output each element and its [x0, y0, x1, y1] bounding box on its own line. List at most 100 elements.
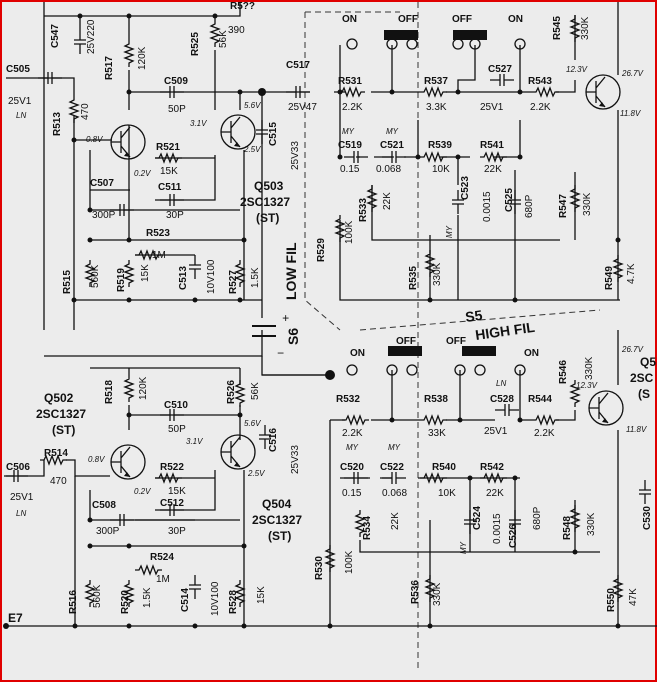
c527-symbol	[489, 73, 515, 87]
r529-label: R529	[316, 238, 327, 262]
r518-symbol	[124, 374, 134, 403]
r518-label: R518	[104, 380, 115, 404]
r524-label: R524	[150, 552, 174, 563]
c516-label: C516	[268, 428, 279, 452]
r521-symbol	[154, 153, 183, 163]
c524-value: 0.0015	[492, 513, 503, 544]
top-switch-contacts	[346, 30, 526, 50]
c520-label: C520	[340, 462, 364, 473]
volt-12.3-top: 12.3V	[566, 65, 588, 74]
s6-outline	[304, 12, 341, 331]
r5xx-value: 390	[228, 25, 245, 36]
top-channel-labels: C547 25V220 R517 120K R525 56K R5?? 390 …	[6, 1, 644, 345]
c547-label: C547	[50, 24, 61, 48]
volt-0.2-bottom: 0.2V	[134, 487, 151, 496]
r544-label: R544	[528, 394, 552, 405]
r542-value: 22K	[486, 488, 504, 499]
r536-label: R536	[410, 580, 421, 604]
c515-label: C515	[268, 122, 279, 146]
c523-label: C523	[460, 176, 471, 200]
c517-label: C517	[286, 60, 310, 71]
r513-label: R513	[52, 112, 63, 136]
r542-label: R542	[480, 462, 504, 473]
q503-label: Q503	[254, 179, 284, 193]
r549-label: R549	[604, 266, 615, 290]
ln-mark-1: LN	[16, 111, 26, 120]
r533-label: R533	[358, 198, 369, 222]
r539-symbol	[419, 152, 448, 162]
q506-type: 2SC	[630, 371, 654, 385]
c513-label: C513	[178, 266, 189, 290]
c511-label: C511	[158, 182, 182, 193]
c512-label: C512	[160, 498, 184, 509]
r527-label: R527	[228, 270, 239, 294]
c547-symbol	[73, 29, 87, 55]
r545-symbol	[570, 14, 580, 43]
c514-value: 10V100	[210, 581, 221, 616]
r517-symbol	[124, 39, 134, 68]
r527-value: 1.5K	[250, 267, 261, 288]
volt-0.8-top: 0.8V	[86, 135, 103, 144]
s5-on-label: ON	[350, 348, 365, 359]
c513-symbol	[188, 254, 202, 280]
r547-value: 330K	[582, 192, 593, 216]
r539-label: R539	[428, 140, 452, 151]
c509-label: C509	[164, 76, 188, 87]
s6-off-label: OFF	[398, 14, 418, 25]
r546-value: 330K	[584, 356, 595, 380]
r529-symbol	[335, 214, 345, 243]
r526-symbol	[235, 379, 245, 408]
volt-2.5-top: 2.5V	[243, 145, 261, 154]
r530-value: 100K	[344, 550, 355, 574]
q501-transistor-symbol	[110, 124, 146, 160]
r515-label: R515	[62, 270, 73, 294]
r522-value: 15K	[168, 486, 186, 497]
r530-symbol	[325, 544, 335, 573]
r522-symbol	[154, 473, 183, 483]
r523-value: 1M	[152, 250, 166, 261]
r535-label: R535	[408, 266, 419, 290]
r518-value: 120K	[138, 376, 149, 400]
s6-on-label: ON	[342, 14, 357, 25]
q502-transistor-symbol	[110, 444, 146, 480]
r538-symbol	[419, 415, 448, 425]
r524-value: 1M	[156, 574, 170, 585]
r520-label: R520	[120, 590, 131, 614]
r526-label: R526	[226, 380, 237, 404]
e7-label: E7	[8, 611, 23, 625]
r543-value: 2.2K	[530, 102, 551, 113]
q502-suffix: (ST)	[52, 423, 75, 437]
c506-label: C506	[6, 462, 30, 473]
r540-symbol	[419, 473, 448, 483]
r549-value: 4.7K	[626, 263, 637, 284]
q503-suffix: (ST)	[256, 211, 279, 225]
r513-value: 470	[80, 103, 91, 120]
s6-on-label-2: ON	[508, 14, 523, 25]
r526-value: 56K	[250, 382, 261, 400]
my-mark-6: MY	[459, 541, 468, 554]
volt-5.6-top: 5.6V	[244, 101, 261, 110]
c516-value: 25V33	[290, 445, 301, 474]
r532-symbol	[341, 415, 370, 425]
c520-value: 0.15	[342, 488, 362, 499]
r539-value: 10K	[432, 164, 450, 175]
c522-symbol	[381, 471, 407, 485]
volt-0.8-bottom: 0.8V	[88, 455, 105, 464]
c515-value: 25V33	[290, 141, 301, 170]
r530-label: R530	[314, 556, 325, 580]
c519-label: C519	[338, 140, 362, 151]
r543-label: R543	[528, 76, 552, 87]
s5-on-label-2: ON	[524, 348, 539, 359]
q504-type: 2SC1327	[252, 513, 302, 527]
r534-value: 22K	[390, 512, 401, 530]
c519-value: 0.15	[340, 164, 360, 175]
c525-label: C525	[504, 188, 515, 212]
q502-type: 2SC1327	[36, 407, 86, 421]
r550-value: 47K	[628, 588, 639, 606]
r514-value: 470	[50, 476, 67, 487]
r548-value: 330K	[586, 512, 597, 536]
c521-value: 0.068	[376, 164, 401, 175]
r531-label: R531	[338, 76, 362, 87]
